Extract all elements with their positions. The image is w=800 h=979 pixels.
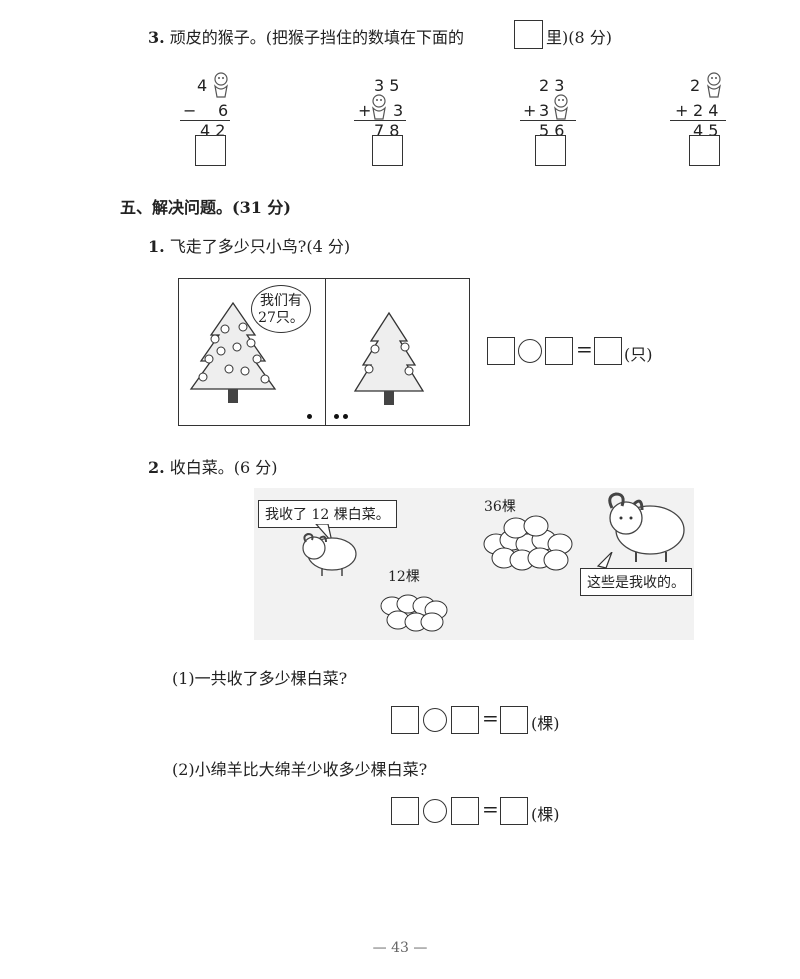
p2-number: 2. — [148, 458, 165, 477]
answer-box[interactable] — [372, 135, 403, 166]
monkey-icon — [372, 94, 386, 120]
left-bubble-text: 我收了 12 棵白菜。 — [265, 507, 390, 523]
equation-box-2[interactable] — [545, 337, 573, 365]
right-speech-bubble: 这些是我收的。 — [580, 568, 692, 596]
operator-circle[interactable] — [423, 708, 447, 732]
bird-speech-bubble: 我们有 27只。 — [251, 285, 311, 333]
equals-sign: = — [482, 706, 499, 730]
problem-operator: + — [675, 101, 689, 120]
bubble-tail — [315, 524, 334, 544]
sub-question-2: (2)小绵羊比大绵羊少收多少棵白菜? — [172, 760, 428, 779]
problem-top: 2 — [690, 76, 701, 95]
unit-label: (只) — [624, 345, 653, 364]
cabbage-pile-large-icon — [483, 515, 573, 571]
p1-title: 1. 飞走了多少只小鸟?(4 分) — [148, 233, 350, 257]
sub-question-1: (1)一共收了多少棵白菜? — [172, 669, 348, 688]
problem-second: 6 — [218, 101, 229, 120]
q3-title-text: 顽皮的猴子。(把猴子挡住的数填在下面的 — [169, 28, 465, 47]
label-12: 12棵 — [388, 569, 420, 585]
problem-top: 2 3 — [539, 76, 565, 95]
cabbage-pile-small-icon — [380, 594, 448, 632]
cabbage-scene: 我收了 12 棵白菜。 36棵 — [254, 488, 694, 640]
p1-title-text: 飞走了多少只小鸟?(4 分) — [169, 237, 351, 256]
bubble-line-1: 我们有 — [260, 293, 302, 309]
problem-second: 3 — [539, 101, 550, 120]
monkey-icon — [214, 72, 228, 98]
q3-title: 3. 顽皮的猴子。(把猴子挡住的数填在下面的 — [148, 24, 464, 48]
equals-sign: = — [482, 797, 499, 821]
equation-answer-box[interactable] — [500, 706, 528, 734]
tree-with-birds-icon — [353, 311, 425, 405]
dot — [343, 414, 348, 419]
unit-label: (棵) — [531, 805, 560, 824]
page-number: — 43 — — [372, 940, 428, 956]
left-speech-bubble: 我收了 12 棵白菜。 — [258, 500, 397, 528]
picture-divider — [325, 279, 326, 425]
problem-operator: + — [523, 101, 537, 120]
q3-title-suffix: 里)(8 分) — [546, 28, 612, 47]
big-sheep-icon — [608, 492, 685, 562]
equation-box-2[interactable] — [451, 706, 479, 734]
operator-circle[interactable] — [423, 799, 447, 823]
q3-title-box — [514, 20, 543, 49]
equation-answer-box[interactable] — [500, 797, 528, 825]
equation-box-1[interactable] — [487, 337, 515, 365]
p2-title: 2. 收白菜。(6 分) — [148, 454, 278, 478]
equation-box-1[interactable] — [391, 797, 419, 825]
p1-number: 1. — [148, 237, 165, 256]
bubble-tail — [596, 552, 613, 569]
right-bubble-text: 这些是我收的。 — [587, 575, 685, 591]
section-heading: 五、解决问题。(31 分) — [120, 198, 291, 217]
equation-box-1[interactable] — [391, 706, 419, 734]
p2-title-text: 收白菜。(6 分) — [169, 458, 278, 477]
problem-second: 3 — [393, 101, 404, 120]
problem-line — [180, 120, 230, 121]
problem-line — [670, 120, 726, 121]
dot — [334, 414, 339, 419]
bird-picture-frame: 我们有 27只。 — [178, 278, 470, 426]
equals-sign: = — [576, 337, 593, 361]
answer-box[interactable] — [689, 135, 720, 166]
answer-box[interactable] — [195, 135, 226, 166]
problem-operator: − — [183, 101, 197, 120]
small-sheep-icon — [302, 532, 357, 576]
equation-box-2[interactable] — [451, 797, 479, 825]
answer-box[interactable] — [535, 135, 566, 166]
problem-line — [520, 120, 576, 121]
dot — [307, 414, 312, 419]
label-36: 36棵 — [484, 499, 516, 515]
problem-second: 2 4 — [693, 101, 719, 120]
equation-answer-box[interactable] — [594, 337, 622, 365]
operator-circle[interactable] — [518, 339, 542, 363]
tree-with-birds-icon — [189, 301, 277, 403]
monkey-icon — [707, 72, 721, 98]
problem-top: 3 5 — [374, 76, 400, 95]
problem-line — [354, 120, 406, 121]
bubble-line-2: 27只。 — [258, 310, 304, 326]
monkey-icon — [554, 94, 568, 120]
unit-label: (棵) — [531, 714, 560, 733]
problem-top: 4 — [197, 76, 208, 95]
problem-operator: + — [358, 101, 372, 120]
q3-number: 3. — [148, 28, 165, 47]
